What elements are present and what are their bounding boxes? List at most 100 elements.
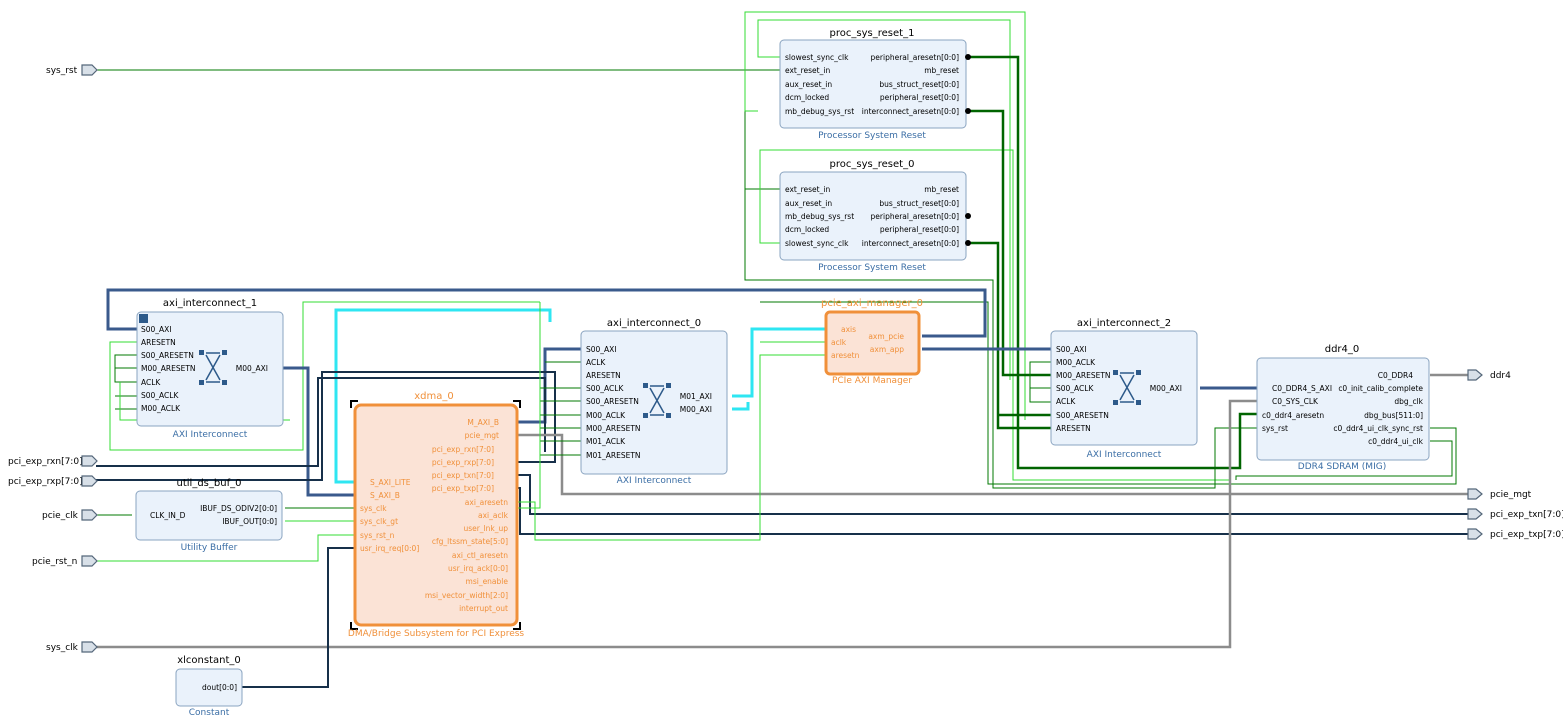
pin: sys_clk_gt <box>360 517 398 526</box>
pin: S00_ACLK <box>586 384 624 393</box>
block-subtitle: DDR4 SDRAM (MIG) <box>1298 462 1386 472</box>
pin: ext_reset_in <box>785 66 830 75</box>
block-axi-interconnect-2[interactable]: axi_interconnect_2 S00_AXI M00_ACLK M00_… <box>1050 318 1198 460</box>
pin: dbg_clk <box>1394 397 1423 406</box>
pin: usr_irq_req[0:0] <box>360 544 419 553</box>
port-pci-exp-txn[interactable]: pci_exp_txn[7:0] <box>1467 508 1563 520</box>
block-name: axi_interconnect_2 <box>1077 318 1171 329</box>
pin: sys_rst_n <box>360 531 395 540</box>
block-proc-sys-reset-0[interactable]: proc_sys_reset_0 ext_reset_in aux_reset_… <box>779 159 971 273</box>
pin: usr_irq_ack[0:0] <box>448 564 508 573</box>
pin: pci_exp_txn[7:0] <box>432 471 494 480</box>
port-label: pci_exp_rxn[7:0] <box>8 457 83 467</box>
block-xlconstant-0[interactable]: xlconstant_0 dout[0:0] Constant <box>175 655 243 718</box>
pin: S00_ACLK <box>1056 384 1094 393</box>
port-label: sys_clk <box>46 643 79 653</box>
crossbar-icon <box>643 383 671 418</box>
pin: S00_AXI <box>141 325 172 334</box>
pin: peripheral_reset[0:0] <box>880 225 959 234</box>
pin: C0_SYS_CLK <box>1272 397 1319 406</box>
pin: ARESETN <box>1056 424 1091 433</box>
pin: S00_ARESETN <box>141 351 194 360</box>
port-pci-exp-rxn[interactable]: pci_exp_rxn[7:0] <box>8 455 98 467</box>
pin: interconnect_aresetn[0:0] <box>862 239 959 248</box>
pin: pci_exp_rxn[7:0] <box>432 445 494 454</box>
port-label: pci_exp_rxp[7:0] <box>8 477 83 487</box>
pin: ARESETN <box>586 371 621 380</box>
pin: sys_rst <box>1262 424 1288 433</box>
port-label: pci_exp_txp[7:0] <box>1490 530 1563 540</box>
block-ddr4-0[interactable]: ddr4_0 C0_DDR4_S_AXI C0_SYS_CLK c0_ddr4_… <box>1256 344 1430 472</box>
port-label: pci_exp_txn[7:0] <box>1490 510 1563 520</box>
block-name: xlconstant_0 <box>177 655 241 666</box>
pin: S00_AXI <box>1056 345 1087 354</box>
pin: interconnect_aresetn[0:0] <box>862 107 959 116</box>
pin: pci_exp_rxp[7:0] <box>432 458 494 467</box>
block-subtitle: Processor System Reset <box>818 131 926 141</box>
port-pci-exp-rxp[interactable]: pci_exp_rxp[7:0] <box>8 475 98 487</box>
block-subtitle: Processor System Reset <box>818 263 926 273</box>
expand-icon[interactable] <box>139 314 148 323</box>
block-subtitle: DMA/Bridge Subsystem for PCI Express <box>348 629 525 639</box>
pin: S00_ACLK <box>141 391 179 400</box>
block-axi-interconnect-0[interactable]: axi_interconnect_0 S00_AXI ACLK ARESETN … <box>580 318 728 486</box>
block-xdma-0[interactable]: xdma_0 S_AXI_LITE S_AXI_B sys_clk sys_cl… <box>348 391 525 639</box>
block-util-ds-buf-0[interactable]: util_ds_buf_0 CLK_IN_D IBUF_DS_ODIV2[0:0… <box>135 478 283 553</box>
pin: c0_ddr4_aresetn <box>1262 411 1324 420</box>
pin: dbg_bus[511:0] <box>1364 411 1423 420</box>
pin: M00_ARESETN <box>1056 371 1111 380</box>
block-proc-sys-reset-1[interactable]: proc_sys_reset_1 slowest_sync_clk ext_re… <box>779 28 971 141</box>
pin: pcie_mgt <box>465 431 499 440</box>
block-subtitle: AXI Interconnect <box>173 430 248 440</box>
port-pcie-clk[interactable]: pcie_clk <box>42 509 98 521</box>
pin: CLK_IN_D <box>150 511 186 520</box>
pin: M00_ACLK <box>1056 358 1096 367</box>
pin: bus_struct_reset[0:0] <box>879 80 959 89</box>
pin: peripheral_aresetn[0:0] <box>871 53 960 62</box>
pin: ACLK <box>586 358 606 367</box>
pin: M00_ACLK <box>141 404 181 413</box>
block-axi-interconnect-1[interactable]: axi_interconnect_1 S00_AXI ARESETN S00_A… <box>136 298 284 440</box>
pin: slowest_sync_clk <box>785 53 849 62</box>
port-ddr4[interactable]: ddr4 <box>1467 369 1511 381</box>
pin: S00_ARESETN <box>586 397 639 406</box>
pin: axi_aclk <box>478 511 509 520</box>
pin: peripheral_aresetn[0:0] <box>871 212 960 221</box>
block-subtitle: PCIe AXI Manager <box>832 376 912 386</box>
port-sys-clk[interactable]: sys_clk <box>46 641 98 653</box>
pin: pci_exp_txp[7:0] <box>432 484 494 493</box>
port-sys-rst[interactable]: sys_rst <box>46 64 98 76</box>
pin: aux_reset_in <box>785 80 832 89</box>
pin: ARESETN <box>141 338 176 347</box>
pin: aresetn <box>831 351 860 360</box>
pin: C0_DDR4 <box>1378 371 1414 380</box>
block-subtitle: Utility Buffer <box>181 543 238 553</box>
block-name: util_ds_buf_0 <box>177 478 242 489</box>
port-pci-exp-txp[interactable]: pci_exp_txp[7:0] <box>1467 528 1563 540</box>
pin: user_lnk_up <box>463 524 508 533</box>
pin: M01_ACLK <box>586 437 626 446</box>
external-ports: sys_rst pci_exp_rxn[7:0] pci_exp_rxp[7:0… <box>8 64 1563 653</box>
pin: ACLK <box>141 378 161 387</box>
pin: axm_app <box>870 345 904 354</box>
pin: c0_ddr4_ui_clk <box>1368 437 1424 446</box>
pin: bus_struct_reset[0:0] <box>879 199 959 208</box>
port-pcie-rst-n[interactable]: pcie_rst_n <box>32 555 98 567</box>
block-name: ddr4_0 <box>1325 344 1360 355</box>
block-name: xdma_0 <box>414 391 454 402</box>
block-subtitle: Constant <box>189 708 230 718</box>
block-pcie-axi-manager-0[interactable]: pcie_axi_manager_0 axis aclk aresetn axm… <box>821 298 923 386</box>
pin: M_AXI_B <box>467 418 499 427</box>
block-name: proc_sys_reset_0 <box>830 159 915 170</box>
port-pcie-mgt[interactable]: pcie_mgt <box>1467 488 1532 500</box>
pin: C0_DDR4_S_AXI <box>1272 384 1332 393</box>
pin: c0_init_calib_complete <box>1338 384 1423 393</box>
pin: aux_reset_in <box>785 199 832 208</box>
pin: peripheral_reset[0:0] <box>880 93 959 102</box>
pin: S00_AXI <box>586 345 617 354</box>
pin: mb_debug_sys_rst <box>785 107 854 116</box>
pin: M00_AXI <box>236 364 268 373</box>
port-label: pcie_rst_n <box>32 557 77 567</box>
pin: S00_ARESETN <box>1056 411 1109 420</box>
